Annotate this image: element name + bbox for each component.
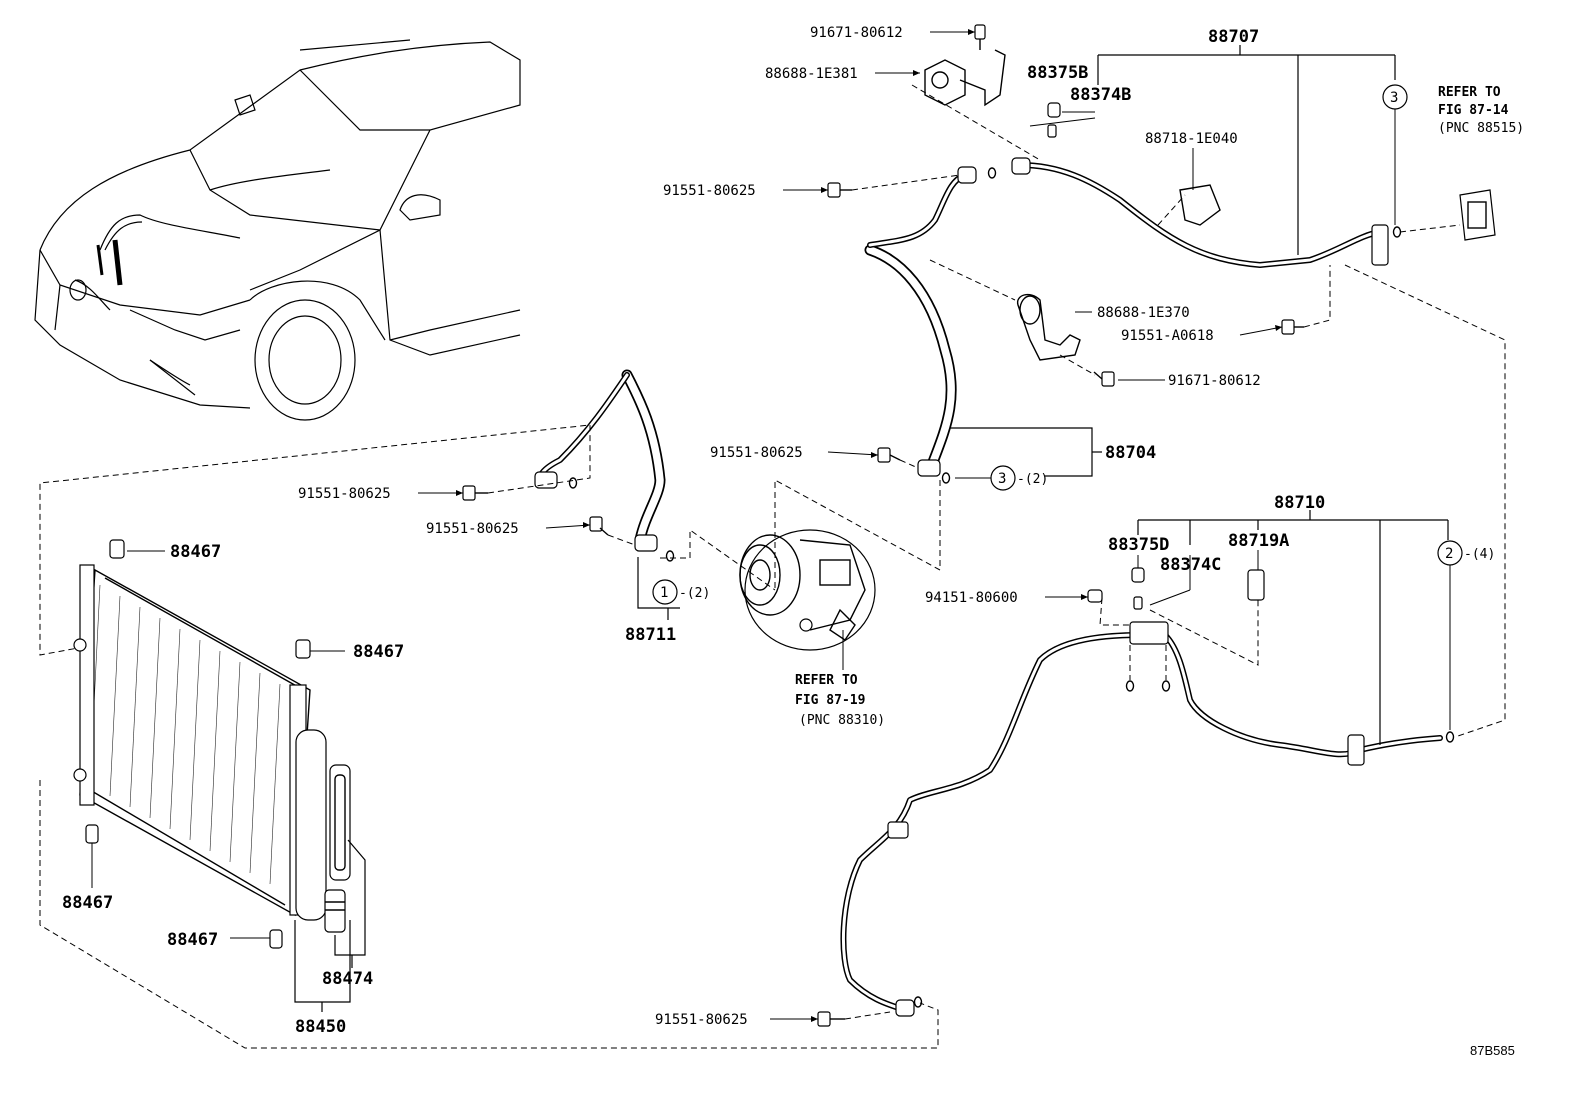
group-label[interactable]: 88707 [1208, 27, 1259, 47]
part-label[interactable]: 88374C [1160, 555, 1221, 575]
leader-lines [91, 29, 1283, 1022]
hose-88704 [864, 166, 977, 477]
assembly-guide-lines [39, 84, 1506, 1049]
o-ring-icon [568, 167, 1455, 1008]
part-label[interactable]: 88374B [1070, 85, 1131, 105]
expansion-valve-icon [1459, 189, 1496, 241]
part-label[interactable]: 91671-80612 [1168, 373, 1261, 389]
clamp-88688-1e381-icon [924, 49, 1006, 107]
callout-number: 3 [1390, 90, 1398, 106]
reference-note: REFER TO [1438, 85, 1501, 100]
callout-number: 3 [998, 471, 1006, 487]
part-label[interactable]: 88375B [1027, 63, 1088, 83]
part-label[interactable]: 88467 [353, 642, 404, 662]
condenser-88450 [73, 564, 351, 921]
part-label[interactable]: 88719A [1228, 531, 1289, 551]
part-label[interactable]: 88467 [167, 930, 218, 950]
bolt-icon [462, 24, 1304, 1027]
part-label[interactable]: 88688-1E370 [1097, 305, 1190, 321]
part-label[interactable]: 91551-80625 [426, 521, 519, 537]
part-label[interactable]: 91551-80625 [663, 183, 756, 199]
group-label[interactable]: 88450 [295, 1017, 346, 1037]
callout-number: 2 [1445, 546, 1453, 562]
group-label[interactable]: 88704 [1105, 443, 1156, 463]
part-label[interactable]: 88718-1E040 [1145, 131, 1238, 147]
part-label[interactable]: 88688-1E381 [765, 66, 858, 82]
clamp-88688-1e370-icon [1016, 293, 1081, 361]
part-label[interactable]: 88375D [1108, 535, 1169, 555]
bracket-88718-icon [1179, 184, 1221, 226]
diagram-code: 87B585 [1470, 1043, 1515, 1058]
part-label[interactable]: 91671-80612 [810, 25, 903, 41]
callout-number: 1 [660, 585, 668, 601]
part-label[interactable]: 91551-A0618 [1121, 328, 1214, 344]
part-label[interactable]: 88467 [62, 893, 113, 913]
callout-quantity: -(2) [679, 586, 710, 601]
reference-note: REFER TO [795, 673, 858, 688]
reference-note: (PNC 88515) [1438, 121, 1524, 136]
part-label[interactable]: 91551-80625 [298, 486, 391, 502]
reference-note: FIG 87-19 [795, 693, 865, 708]
group-brackets [294, 45, 1449, 1012]
circled-callouts: 3 3 -(2) 1 -(2) 2 -(4) [652, 84, 1495, 730]
group-label[interactable]: 88474 [322, 969, 373, 989]
labels: 91671-80612 88688-1E381 88707 88375B 883… [62, 25, 1524, 1058]
compressor-icon [739, 529, 876, 651]
vehicle-illustration [34, 39, 521, 421]
part-label[interactable]: 91551-80625 [655, 1012, 748, 1028]
callout-quantity: -(2) [1017, 472, 1048, 487]
hose-88711 [534, 369, 666, 552]
part-label[interactable]: 88467 [170, 542, 221, 562]
pipe-88710 [840, 621, 1443, 1017]
condenser-grommet-icon [85, 539, 346, 949]
part-label[interactable]: 91551-80625 [710, 445, 803, 461]
group-label[interactable]: 88710 [1274, 493, 1325, 513]
pipe-88707 [1011, 157, 1389, 268]
part-label[interactable]: 94151-80600 [925, 590, 1018, 606]
callout-quantity: -(4) [1464, 547, 1495, 562]
reference-note: FIG 87-14 [1438, 103, 1509, 118]
reference-note: (PNC 88310) [799, 713, 885, 728]
group-label[interactable]: 88711 [625, 625, 676, 645]
